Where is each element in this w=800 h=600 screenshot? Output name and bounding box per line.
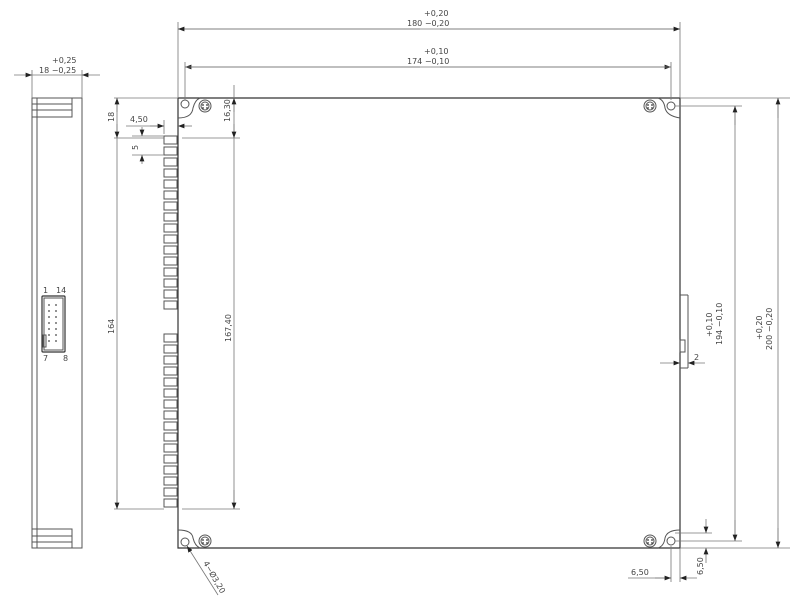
mount-hole-top-right [657, 97, 681, 119]
side-tab-dimension: 2 [694, 353, 699, 362]
pin-label-7: 7 [43, 354, 48, 363]
hole-spacing-y-tol-plus: +0,10 [705, 312, 714, 337]
overall-height-tol-plus: +0,20 [755, 315, 764, 340]
board-outline [177, 97, 681, 549]
screw-bottom-left [198, 534, 212, 548]
overall-height-dimension: 200 −0,20 [765, 308, 774, 350]
hole-spacing-y-dimension: 194 −0,10 [715, 303, 724, 345]
side-width-tol-plus: +0,25 [52, 56, 77, 65]
connector-offset-18: 18 [107, 112, 116, 122]
pin-label-1: 1 [43, 286, 48, 295]
hole-offset-y-dimension: 6,50 [696, 557, 705, 575]
side-body [31, 97, 83, 549]
hole-spacing-x-dimension: 174 −0,10 [407, 57, 449, 66]
width-180-dimension: 180 −0,20 [407, 19, 449, 28]
connector-length-dimension: 164 [107, 319, 116, 334]
top-view: +0,20 180 −0,20 +0,10 174 −0,10 18 4,50 … [107, 9, 790, 596]
side-view: 1 14 7 8 +0,25 18 −0,25 [14, 56, 100, 549]
width-180-tol-plus: +0,20 [424, 9, 449, 18]
mount-hole-top-left [177, 97, 201, 119]
ribbon-connector [41, 295, 66, 353]
hole-offset-x-dimension: 6,50 [631, 568, 649, 577]
hole-spacing-x-tol-plus: +0,10 [424, 47, 449, 56]
side-width-dimension: 18 −0,25 [39, 66, 76, 75]
contact-top-offset-dimension: 16,30 [223, 99, 232, 122]
mount-hole-bottom-left [177, 529, 201, 549]
edge-connector-fingers [163, 135, 178, 508]
pin-depth-dimension: 4,50 [130, 115, 148, 124]
screw-top-left [198, 99, 212, 113]
contact-span-dimension: 167,40 [224, 314, 233, 342]
screw-bottom-right [643, 534, 657, 548]
pin-label-14: 14 [56, 286, 66, 295]
screw-top-right [643, 99, 657, 113]
pin-label-8: 8 [63, 354, 68, 363]
pin-pitch-dimension: 5 [131, 145, 140, 150]
